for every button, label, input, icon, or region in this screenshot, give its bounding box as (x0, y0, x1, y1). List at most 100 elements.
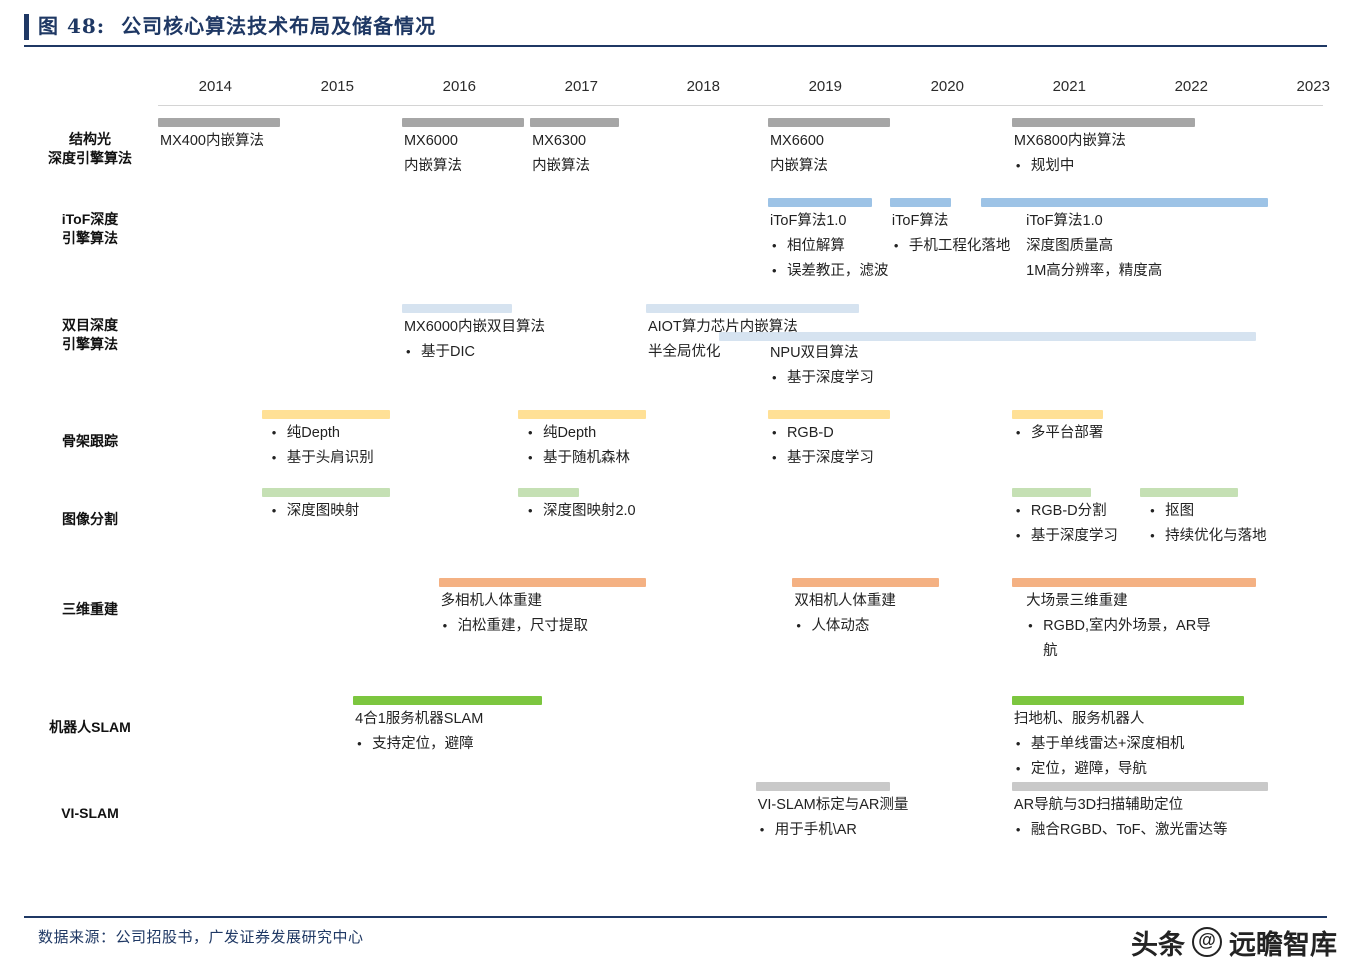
item-heading: MX6600 (769, 133, 824, 149)
item-bullet-list: 规划中 (1014, 153, 1126, 179)
year-label-2022: 2022 (1174, 78, 1208, 95)
timeline-item: MX6600 内嵌算法 (770, 129, 828, 179)
year-label-2019: 2019 (808, 78, 842, 95)
at-icon: @ (1192, 927, 1222, 957)
timeline-item: 抠图持续优化与落地 (1148, 498, 1267, 549)
timeline-bar (1011, 578, 1256, 587)
year-label-2018: 2018 (686, 78, 720, 95)
year-label-2021: 2021 (1052, 78, 1086, 95)
item-bullet-list: 深度图映射 (270, 498, 360, 524)
item-bullet: 基于DIC (404, 339, 545, 365)
item-line: 1M高分辨率，精度高 (1026, 263, 1163, 279)
item-bullet: 基于单线雷达+深度相机 (1014, 731, 1184, 757)
year-label-2014: 2014 (198, 78, 233, 95)
timeline-item: 纯Depth基于随机森林 (526, 420, 630, 471)
figure-number: 图 48: (38, 14, 106, 38)
timeline-bar (517, 488, 579, 497)
timeline-bar (261, 410, 390, 419)
item-bullet-list: 纯Depth基于随机森林 (526, 420, 630, 471)
timeline-bar (401, 118, 524, 127)
item-bullet: 基于随机森林 (526, 445, 630, 471)
item-bullet: 相位解算 (770, 233, 889, 259)
timeline-item: NPU双目算法基于深度学习 (770, 341, 874, 391)
timeline-bar (353, 696, 543, 705)
item-bullet-list: 支持定位，避障 (355, 731, 483, 757)
watermark: 头条 @ 远瞻智库 (1131, 922, 1337, 962)
year-label-2015: 2015 (320, 78, 354, 95)
item-heading: 大场景三维重建 (1026, 593, 1128, 609)
item-bullet: 泊松重建，尺寸提取 (441, 613, 589, 639)
timeline-bar (261, 488, 390, 497)
timeline-item: RGB-D分割基于深度学习 (1014, 498, 1118, 549)
timeline-bar (1011, 118, 1195, 127)
timeline-bar (158, 118, 280, 127)
item-heading: 多相机人体重建 (440, 593, 543, 609)
timeline-item: 深度图映射 (270, 498, 360, 524)
item-bullet: 支持定位，避障 (355, 731, 483, 757)
item-bullet: 基于深度学习 (1014, 523, 1118, 549)
item-bullet: 纯Depth (526, 420, 630, 446)
timeline-item: MX6800内嵌算法规划中 (1014, 129, 1126, 179)
item-bullet: 规划中 (1014, 153, 1126, 179)
item-subheading: 内嵌算法 (769, 158, 828, 174)
item-bullet-list: 人体动态 (794, 613, 896, 639)
item-bullet: 深度图映射 (270, 498, 360, 524)
item-bullet: RGB-D分割 (1014, 498, 1118, 524)
timeline-bar (1011, 782, 1269, 791)
item-bullet: 定位，避障，导航 (1014, 756, 1184, 782)
item-heading: iToF算法1.0 (1026, 213, 1103, 229)
item-bullet-list: 用于手机\AR (758, 817, 909, 843)
timeline-bar (981, 198, 1269, 207)
timeline-item: AIOT算力芯片内嵌算法半全局优化 (648, 315, 798, 365)
x-axis-year-labels: 2014 2015 2016 2017 2018 2019 2020 2021 2022 2023 (0, 60, 1351, 95)
item-bullet: 基于深度学习 (770, 365, 874, 391)
timeline-bar (767, 410, 890, 419)
timeline-bar (767, 118, 890, 127)
row-label-4: 图像分割 (62, 511, 118, 527)
page-title: 图 48: 公司核心算法技术布局及储备情况 (38, 10, 436, 39)
timeline-item: 扫地机、服务机器人基于单线雷达+深度相机定位，避障，导航 (1014, 707, 1184, 782)
item-line: 深度图质量高 (1026, 238, 1114, 254)
figure-title: 公司核心算法技术布局及储备情况 (121, 14, 437, 38)
timeline-bar (719, 332, 1256, 341)
item-heading: MX6000 (403, 133, 458, 149)
item-bullet-list: 基于DIC (404, 339, 545, 365)
item-bullet-list: 抠图持续优化与落地 (1148, 498, 1267, 549)
timeline-item: 深度图映射2.0 (526, 498, 636, 524)
header-divider (24, 45, 1327, 47)
item-bullet-list: 基于单线雷达+深度相机定位，避障，导航 (1014, 731, 1184, 782)
item-subheading: 内嵌算法 (403, 158, 462, 174)
item-bullet-list: 多平台部署 (1014, 420, 1104, 446)
item-bullet: 基于头肩识别 (270, 445, 374, 471)
timeline-item: AR导航与3D扫描辅助定位融合RGBD、ToF、激光雷达等 (1014, 793, 1228, 843)
item-heading: iToF算法1.0 (769, 213, 847, 229)
item-heading: NPU双目算法 (769, 345, 859, 361)
timeline-item: iToF算法1.0相位解算误差教正，滤波 (770, 209, 889, 284)
timeline-bar (517, 410, 646, 419)
item-bullet: 抠图 (1148, 498, 1267, 524)
item-bullet: 纯Depth (270, 420, 374, 446)
timeline-bar (889, 198, 951, 207)
item-bullet: 用于手机\AR (758, 817, 909, 843)
timeline-item: MX400内嵌算法 (160, 129, 264, 154)
timeline-bar (530, 118, 620, 127)
item-bullet-list: 泊松重建，尺寸提取 (441, 613, 589, 639)
item-bullet: 基于深度学习 (770, 445, 874, 471)
timeline-item: 多相机人体重建泊松重建，尺寸提取 (441, 589, 589, 639)
year-label-2023: 2023 (1296, 78, 1330, 95)
year-label-2016: 2016 (442, 78, 476, 95)
item-subheading: 半全局优化 (647, 344, 721, 360)
figure-header: 图 48: 公司核心算法技术布局及储备情况 (24, 10, 1327, 48)
row-label-6: 机器人SLAM (49, 719, 131, 735)
source-note: 数据来源：公司招股书，广发证券发展研究中心 (38, 928, 364, 946)
timeline-item: RGB-D基于深度学习 (770, 420, 874, 471)
row-label-5: 三维重建 (62, 601, 118, 617)
timeline-item: iToF算法1.0 深度图质量高 1M高分辨率，精度高 (1026, 209, 1162, 284)
item-bullet-list: 基于深度学习 (770, 365, 874, 391)
row-label-2: 双目深度引擎算法 (62, 317, 118, 352)
year-label-2020: 2020 (930, 78, 964, 95)
year-label-2017: 2017 (564, 78, 598, 95)
item-heading: AR导航与3D扫描辅助定位 (1013, 797, 1184, 813)
